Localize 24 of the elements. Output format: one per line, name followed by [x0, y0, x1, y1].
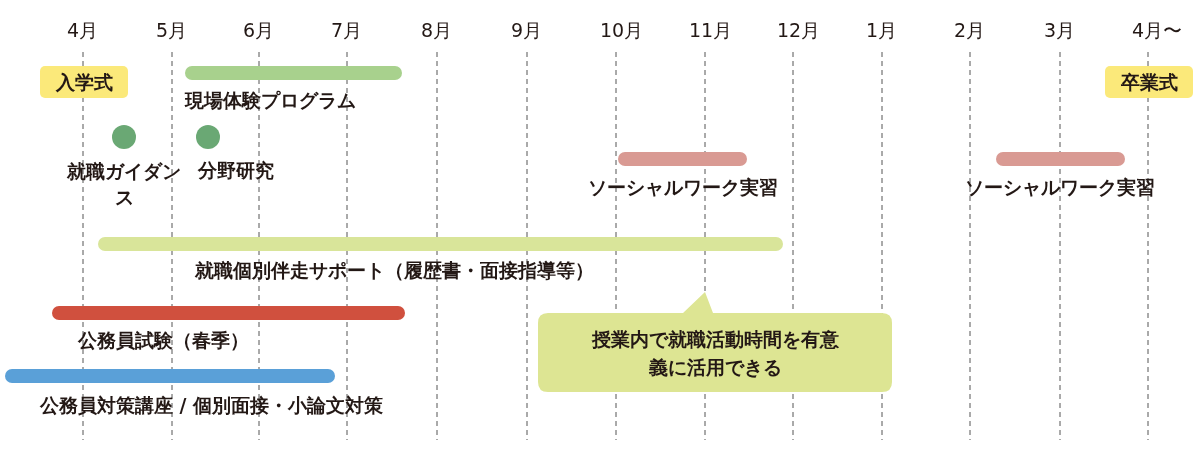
month-label: 6月 — [243, 18, 275, 42]
bar-label: 就職個別伴走サポート（履歴書・面接指導等） — [195, 258, 594, 282]
month-label: 4月〜 — [1132, 18, 1183, 42]
month-label: 12月 — [777, 18, 821, 42]
bar-label: ソーシャルワーク実習 — [588, 175, 778, 199]
callout-text: 授業内で就職活動時間を有意義に活用できる — [590, 327, 840, 380]
dot-label: 就職ガイダンス — [66, 159, 182, 210]
month-label: 3月 — [1044, 18, 1076, 42]
bar-label: 公務員試験（春季） — [78, 328, 249, 352]
month-label: 4月 — [67, 18, 99, 42]
month-label: 7月 — [331, 18, 363, 42]
month-label: 1月 — [866, 18, 898, 42]
bar-label: ソーシャルワーク実習 — [965, 175, 1155, 199]
bar-label: 公務員対策講座 / 個別面接・小論文対策 — [40, 393, 384, 417]
month-label: 8月 — [421, 18, 453, 42]
bar-label: 現場体験プログラム — [185, 88, 356, 112]
dot-label: 分野研究 — [198, 158, 274, 182]
month-label: 10月 — [600, 18, 644, 42]
month-label: 9月 — [511, 18, 543, 42]
event-badge: 入学式 — [40, 66, 128, 98]
month-label: 5月 — [156, 18, 188, 42]
month-label: 11月 — [689, 18, 733, 42]
month-label: 2月 — [954, 18, 986, 42]
event-badge: 卒業式 — [1105, 66, 1193, 98]
